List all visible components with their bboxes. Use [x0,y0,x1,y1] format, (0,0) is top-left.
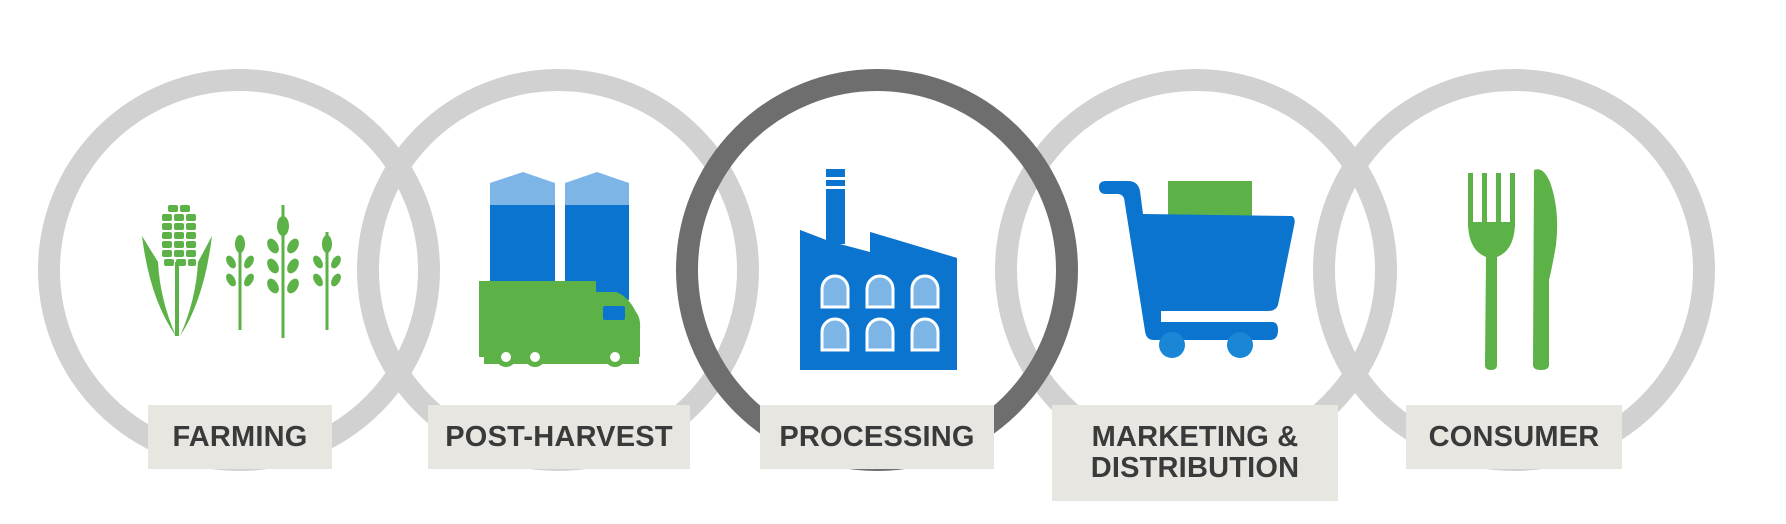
factory-window [865,317,895,352]
stage-label-text: FARMING [172,420,308,453]
stage-label-text: PROCESSING [779,420,975,453]
factory-window [820,274,850,309]
factory-window [865,274,895,309]
stage-label-processing: PROCESSING [760,405,994,469]
shopping-cart-icon [1099,181,1295,358]
stage-label-post-harvest: POST-HARVEST [428,405,690,469]
stage-label-farming: FARMING [148,405,332,469]
silo-truck-icon [479,172,641,367]
stage-label-text: MARKETING & DISTRIBUTION [1090,421,1300,484]
stage-label-marketing-distribution: MARKETING & DISTRIBUTION [1052,405,1338,501]
corn-wheat-icon [142,205,341,338]
stage-label-text: CONSUMER [1428,420,1600,453]
fork-knife-icon [1468,169,1558,370]
factory-windows [820,274,940,352]
stage-label-text: POST-HARVEST [445,420,673,453]
factory-window [910,274,940,309]
factory-window [910,317,940,352]
stage-label-consumer: CONSUMER [1406,405,1622,469]
factory-window [820,317,850,352]
